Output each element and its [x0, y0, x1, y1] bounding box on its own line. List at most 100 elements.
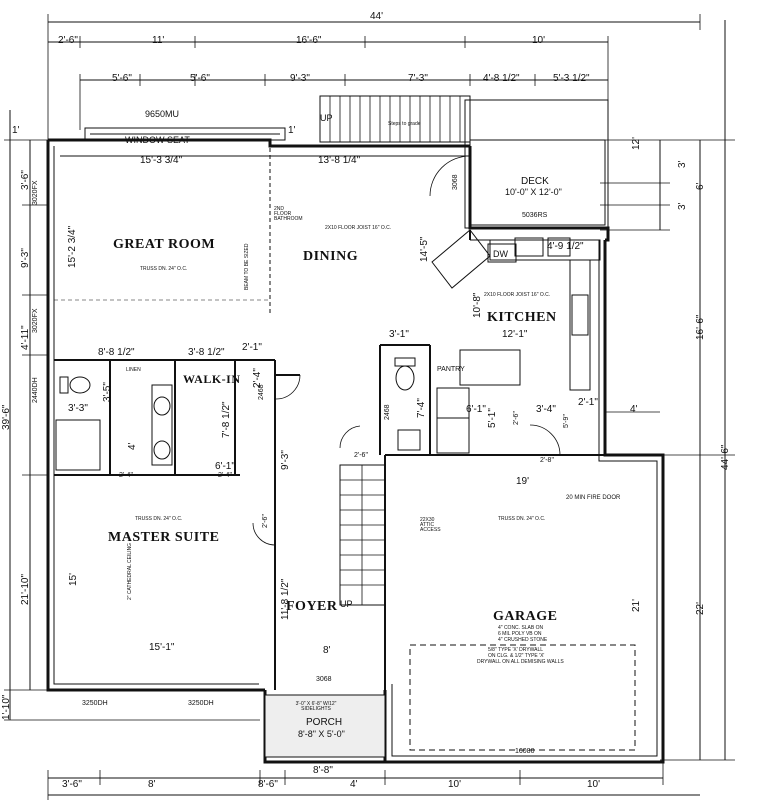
door-3068-a: 3068 — [452, 174, 459, 190]
window-2440dh: 2440DH — [32, 377, 39, 403]
dim-b5: 10' — [448, 779, 462, 790]
dim-a5: 3'-3" — [68, 403, 88, 414]
dim-r7: 22' — [695, 601, 706, 615]
beam-label: BEAM TO BE SIZED — [244, 243, 250, 291]
dim-a25: 4'-9 1/2" — [547, 241, 584, 252]
dim-r4: 3' — [677, 202, 688, 210]
truss-great-label: TRUSS DN. 24" O.C. — [140, 266, 188, 272]
dim-top-14: 1' — [288, 125, 296, 136]
door-2468-b: 2468 — [384, 404, 391, 420]
floor-joist-kitchen-label: 2X10 FLOOR JOIST 16" O.C. — [484, 292, 551, 298]
dim-dining-width: 13'-8 1/4" — [318, 155, 361, 166]
truss-garage-label: TRUSS DN. 24" O.C. — [498, 516, 546, 522]
dim-top-10: 5'-3 1/2" — [553, 73, 590, 84]
dim-a7: 7'-8 1/2" — [221, 401, 232, 438]
dim-r1: 12' — [631, 136, 642, 150]
room-master-suite: MASTER SUITE — [108, 530, 220, 545]
window-seat-label: WINDOW SEAT — [125, 135, 190, 145]
dim-b6: 10' — [587, 779, 601, 790]
garage-note-1: 4" CONC. SLAB ON — [498, 625, 544, 631]
dim-top-13: 1' — [12, 125, 20, 136]
window-3250dh-a: 3250DH — [82, 700, 108, 707]
dim-a16: 15' — [68, 572, 79, 586]
room-porch: PORCH — [306, 717, 343, 728]
garage-note-5: ON CLG. & 1/2" TYPE 'X' — [488, 653, 545, 659]
dim-a34: 4' — [630, 404, 638, 415]
dim-top-4: 10' — [532, 35, 546, 46]
linen-label: LINEN — [126, 367, 141, 373]
dim-l1: 3'-6" — [20, 170, 31, 190]
floor-bathroom-label: 2ND FLOOR BATHROOM — [274, 206, 303, 222]
dim-a3: 2'-1" — [242, 342, 262, 353]
room-walk-in: WALK-IN — [183, 372, 241, 386]
garage-note-4: 5/8" TYPE 'X' DRYWALL — [488, 647, 544, 653]
dim-a8: 6'-1" — [215, 461, 235, 472]
garage-note-6: DRYWALL ON ALL DEMISING WALLS — [477, 659, 564, 665]
dim-a21: 12'-1" — [502, 329, 528, 340]
dim-a20: 21' — [631, 598, 642, 612]
dim-l4: 39'-6" — [1, 404, 12, 430]
dishwasher-label: DW — [493, 249, 508, 259]
room-kitchen: KITCHEN — [487, 310, 557, 325]
dim-r5: 16'-6" — [695, 314, 706, 340]
pantry-label: PANTRY — [437, 366, 465, 373]
dim-a27: 5'-1" — [487, 408, 498, 428]
truss-master-label: TRUSS DN. 24" O.C. — [135, 516, 183, 522]
dim-top-3: 16'-6" — [296, 35, 322, 46]
room-deck: DECK — [521, 176, 549, 187]
dim-a13: 2'-6" — [354, 452, 368, 459]
steps-to-grade-label: Steps to grade — [388, 121, 421, 127]
garage-note-2: 6 MIL POLY VB ON — [498, 631, 542, 637]
dim-a24: 14'-5" — [419, 236, 430, 262]
dim-a2: 3'-8 1/2" — [188, 347, 225, 358]
dim-a15: 11'-8 1/2" — [280, 578, 291, 620]
dim-l2: 9'-3" — [20, 248, 31, 268]
dim-a28: 3'-4" — [536, 404, 556, 415]
window-3020fx-a: 3020FX — [32, 180, 39, 205]
dim-top-2: 11' — [152, 35, 165, 46]
dim-r6: 44'-6" — [720, 444, 731, 470]
dim-top-7: 9'-3" — [290, 73, 310, 84]
dim-overall-width: 44' — [370, 11, 384, 22]
dim-top-9: 4'-8 1/2" — [483, 73, 520, 84]
dim-a33: 7'-4" — [416, 398, 427, 418]
dim-a17: 15'-1" — [149, 642, 175, 653]
deck-size: 10'-0" X 12'-0" — [505, 187, 562, 197]
room-garage: GARAGE — [493, 609, 558, 624]
dim-a30: 5'-9" — [563, 414, 570, 428]
dim-top-6: 5'-6" — [190, 73, 210, 84]
garage-note-3: 4" CRUSHED STONE — [498, 637, 548, 643]
dim-b4: 4' — [350, 779, 358, 790]
dim-a1: 8'-8 1/2" — [98, 347, 135, 358]
dim-top-1: 2'-6" — [58, 35, 78, 46]
porch-size: 8'-8" X 5'-0" — [298, 729, 345, 739]
cathedral-ceiling-label: 2" CATHEDRAL CEILING — [127, 542, 133, 600]
dim-l3: 4'-11" — [20, 325, 31, 350]
dim-l6: 1'-10" — [1, 694, 12, 720]
window-label-9650mu: 9650MU — [145, 109, 180, 119]
dim-b1: 3'-6" — [62, 779, 82, 790]
dim-r3: 6' — [695, 182, 706, 190]
dim-b2: 8' — [148, 779, 156, 790]
room-foyer: FOYER — [286, 599, 338, 614]
room-great-room: GREAT ROOM — [113, 237, 216, 252]
dim-a19: 19' — [516, 476, 530, 487]
window-5036rs: 5036RS — [522, 212, 548, 219]
window-3020fx-b: 3020FX — [32, 308, 39, 333]
stair-up-foyer-label: UP — [340, 599, 353, 609]
dim-top-5: 5'-6" — [112, 73, 132, 84]
dim-l5: 21'-10" — [20, 573, 31, 605]
dim-r2: 3' — [677, 160, 688, 168]
dim-a26: 6'-1" — [466, 404, 486, 415]
dim-b3: 8'-6" — [258, 779, 278, 790]
dim-a22: 3'-1" — [389, 329, 409, 340]
window-3250dh-b: 3250DH — [188, 700, 214, 707]
dim-great-room-width: 15'-3 3/4" — [140, 155, 183, 166]
stair-up-top-label: UP — [320, 113, 333, 123]
dim-a32: 2'-8" — [540, 457, 554, 464]
dim-a14: 2'-6" — [262, 514, 269, 528]
attic-access-label: 22X30 ATTIC ACCESS — [420, 517, 441, 533]
dim-a11: 4' — [127, 442, 138, 450]
dim-a31: 2'-6" — [513, 411, 520, 425]
